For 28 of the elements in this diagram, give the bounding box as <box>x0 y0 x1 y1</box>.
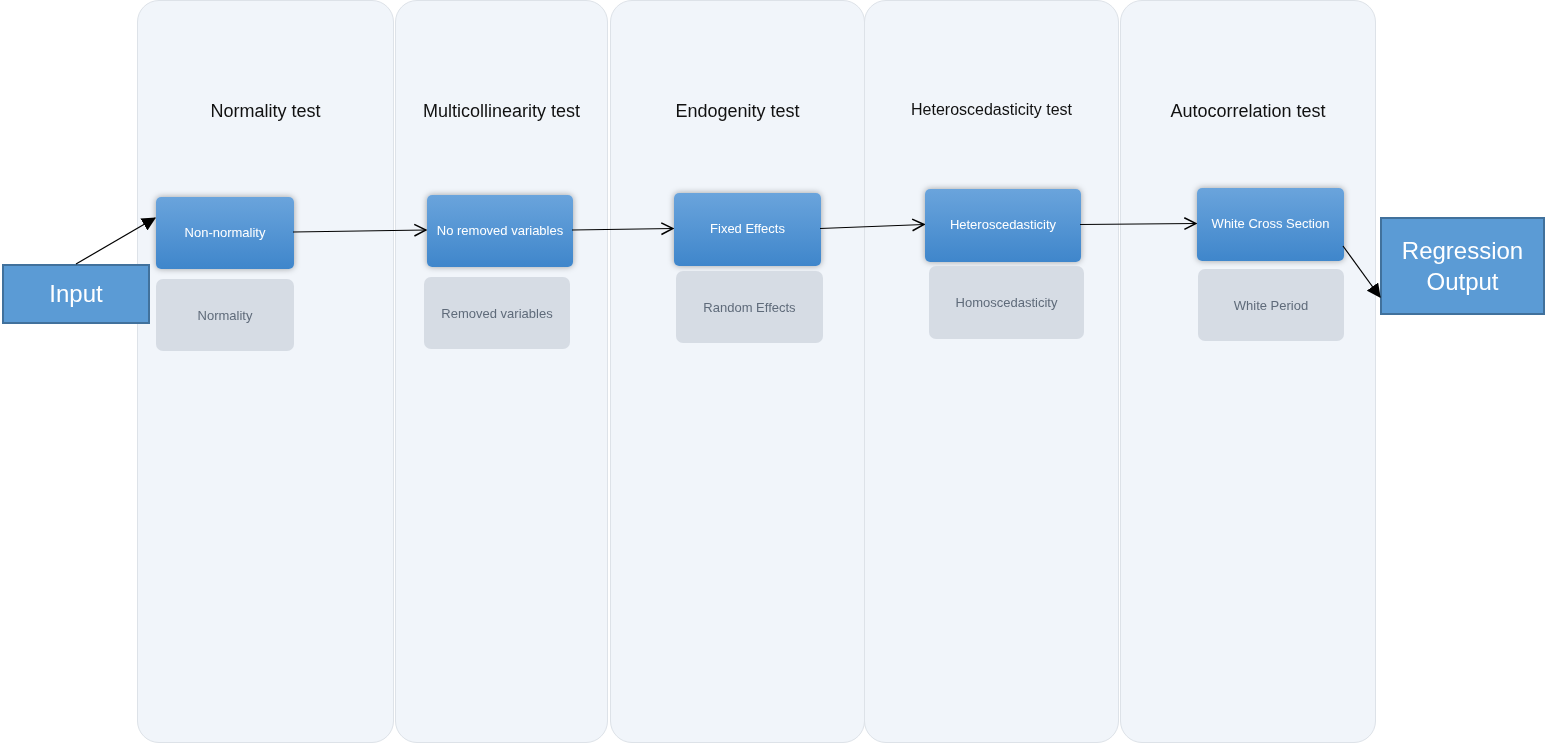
column-panel <box>1120 0 1376 743</box>
alternative-box: Random Effects <box>676 271 823 343</box>
arrow <box>571 222 674 236</box>
result-box: Non-normality <box>156 197 294 269</box>
arrow <box>1079 217 1197 231</box>
column-heading: Multicollinearity test <box>421 101 582 122</box>
arrow <box>75 217 156 265</box>
result-box: Heteroscedasticity <box>925 189 1081 262</box>
column-heading: Normality test <box>209 101 322 122</box>
alternative-box: Normality <box>156 279 294 351</box>
column-heading: Endogenity test <box>674 101 801 122</box>
arrow <box>292 223 427 237</box>
column-heading: Autocorrelation test <box>1169 101 1327 122</box>
result-box: No removed variables <box>427 195 573 267</box>
alternative-box: Removed variables <box>424 277 570 349</box>
column-panel <box>864 0 1119 743</box>
terminal-box: Regression Output <box>1380 217 1545 315</box>
column-panel <box>395 0 608 743</box>
terminal-box: Input <box>2 264 150 324</box>
alternative-box: White Period <box>1198 269 1344 341</box>
result-box: Fixed Effects <box>674 193 821 266</box>
arrow <box>1342 245 1381 298</box>
alternative-box: Homoscedasticity <box>929 266 1084 339</box>
arrow <box>819 218 925 232</box>
result-box: White Cross Section <box>1197 188 1344 261</box>
column-panel <box>137 0 394 743</box>
column-heading: Heteroscedasticity test <box>910 101 1073 119</box>
column-panel <box>610 0 865 743</box>
